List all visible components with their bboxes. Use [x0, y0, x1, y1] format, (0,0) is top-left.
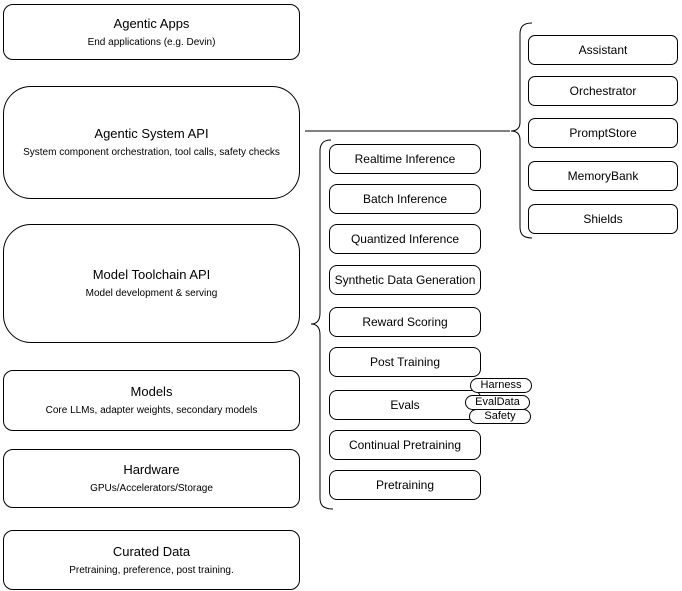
node-agentic-apps: Agentic Apps End applications (e.g. Devi… — [3, 4, 300, 60]
system-node-promptstore: PromptStore — [528, 118, 678, 148]
node-label: Continual Pretraining — [348, 438, 462, 452]
node-title: Hardware — [123, 462, 180, 477]
node-label: PromptStore — [569, 126, 637, 140]
tag-label: Safety — [484, 410, 516, 422]
toolchain-node-synthetic-data-generation: Synthetic Data Generation — [329, 265, 481, 295]
node-label: Synthetic Data Generation — [334, 273, 476, 287]
toolchain-node-pretraining: Pretraining — [329, 470, 481, 500]
node-label: Assistant — [578, 43, 628, 57]
toolchain-node-post-training: Post Training — [329, 347, 481, 377]
node-subtitle: System component orchestration, tool cal… — [23, 147, 280, 158]
evals-tag-safety: Safety — [469, 409, 531, 424]
system-node-orchestrator: Orchestrator — [528, 76, 678, 106]
node-subtitle: Pretraining, preference, post training. — [69, 564, 234, 576]
toolchain-node-reward-scoring: Reward Scoring — [329, 307, 481, 337]
node-title: Agentic System API — [94, 126, 209, 141]
node-label: Pretraining — [375, 478, 435, 492]
toolchain-node-batch-inference: Batch Inference — [329, 184, 481, 214]
node-label: Quantized Inference — [350, 232, 460, 246]
node-subtitle: Model development & serving — [85, 288, 218, 299]
node-model-toolchain-api: Model Toolchain API Model development & … — [3, 224, 300, 343]
toolchain-node-evals: Evals — [329, 390, 481, 420]
node-label: Realtime Inference — [354, 152, 456, 166]
node-agentic-system-api: Agentic System API System component orch… — [3, 86, 300, 199]
node-subtitle: GPUs/Accelerators/Storage — [90, 483, 213, 494]
node-title: Curated Data — [112, 543, 191, 559]
node-label: Shields — [583, 212, 623, 226]
tag-label: Harness — [480, 379, 522, 391]
node-title: Models — [130, 384, 173, 399]
toolchain-node-continual-pretraining: Continual Pretraining — [329, 430, 481, 460]
node-curated-data: Curated Data Pretraining, preference, po… — [3, 530, 300, 590]
node-subtitle: End applications (e.g. Devin) — [87, 36, 216, 48]
node-hardware: Hardware GPUs/Accelerators/Storage — [3, 449, 300, 508]
system-node-memorybank: MemoryBank — [528, 161, 678, 191]
system-node-shields: Shields — [528, 204, 678, 234]
system-node-assistant: Assistant — [528, 35, 678, 65]
node-models: Models Core LLMs, adapter weights, secon… — [3, 370, 300, 431]
node-label: Reward Scoring — [362, 315, 448, 329]
node-subtitle: Core LLMs, adapter weights, secondary mo… — [45, 405, 258, 416]
node-title: Agentic Apps — [113, 15, 190, 31]
toolchain-node-quantized-inference: Quantized Inference — [329, 224, 481, 254]
evals-tag-harness: Harness — [470, 378, 532, 393]
node-label: Batch Inference — [362, 192, 448, 206]
evals-tag-evaldata: EvalData — [465, 395, 530, 410]
node-title: Model Toolchain API — [92, 267, 211, 282]
node-label: Evals — [390, 398, 420, 412]
node-label: MemoryBank — [567, 169, 639, 183]
toolchain-node-realtime-inference: Realtime Inference — [329, 144, 481, 174]
node-label: Post Training — [369, 355, 441, 369]
node-label: Orchestrator — [569, 84, 637, 98]
tag-label: EvalData — [475, 396, 520, 408]
